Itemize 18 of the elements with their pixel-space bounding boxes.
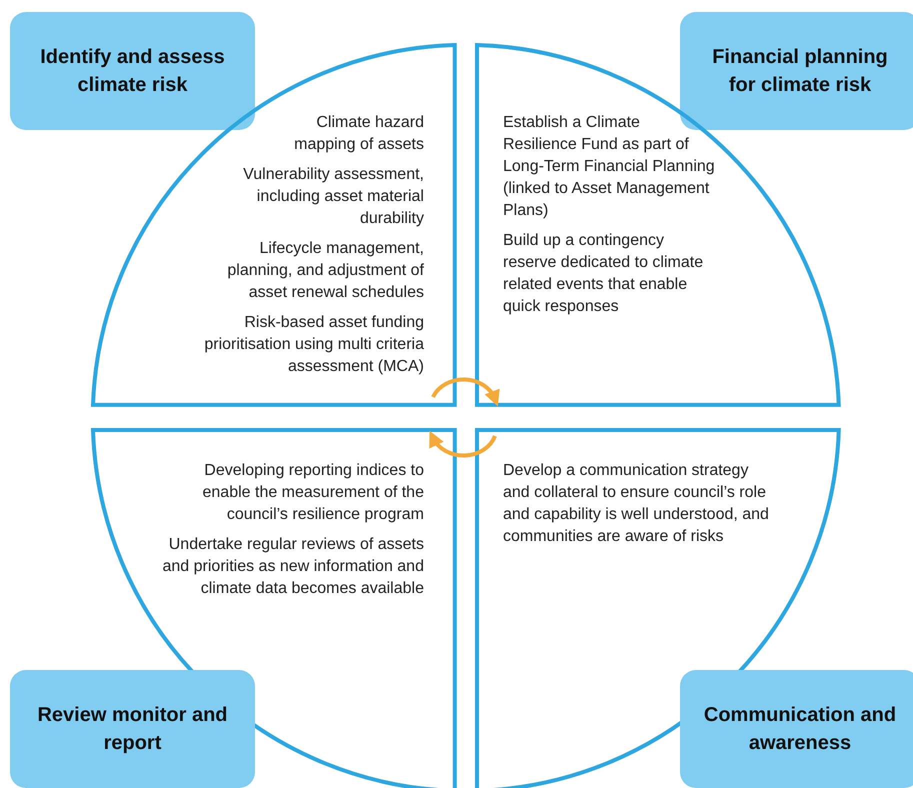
heading-box — [10, 670, 255, 788]
heading-text: Review monitor and report — [36, 703, 229, 756]
description-text: Develop a communication strategy and collateral to ensure council’s role and capability is well understood, and communities are aware of risks — [503, 461, 770, 547]
heading-text: Identify and assess climate risk — [39, 45, 226, 98]
description-text: Risk-based asset funding prioritisation using multi criteria assessment (MCA) — [204, 312, 424, 377]
cycle-arrow — [429, 431, 497, 458]
description-text: Lifecycle management, planning, and adjustment of asset renewal schedules — [226, 238, 424, 303]
heading-box — [10, 12, 255, 130]
heading-box — [680, 670, 913, 788]
description-text: Undertake regular reviews of assets and priorities as new information and climate data becomes available — [162, 535, 424, 599]
description-text: Developing reporting indices to enable the measurement of the council’s resilience program — [202, 461, 424, 525]
heading-text: Financial planning for climate risk — [711, 45, 889, 98]
description-text: Climate hazard mapping of assets — [293, 112, 424, 155]
description-text: Establish a Climate Resilience Fund as part of Long-Term Financial Planning (linked to Asset Management Plans) — [503, 112, 716, 221]
heading-box — [680, 12, 913, 130]
description-text: Vulnerability assessment, including asset material durability — [242, 164, 424, 229]
heading-text: Communication and awareness — [702, 703, 898, 756]
description-text: Build up a contingency reserve dedicated to climate related events that enable quick responses — [503, 230, 704, 317]
